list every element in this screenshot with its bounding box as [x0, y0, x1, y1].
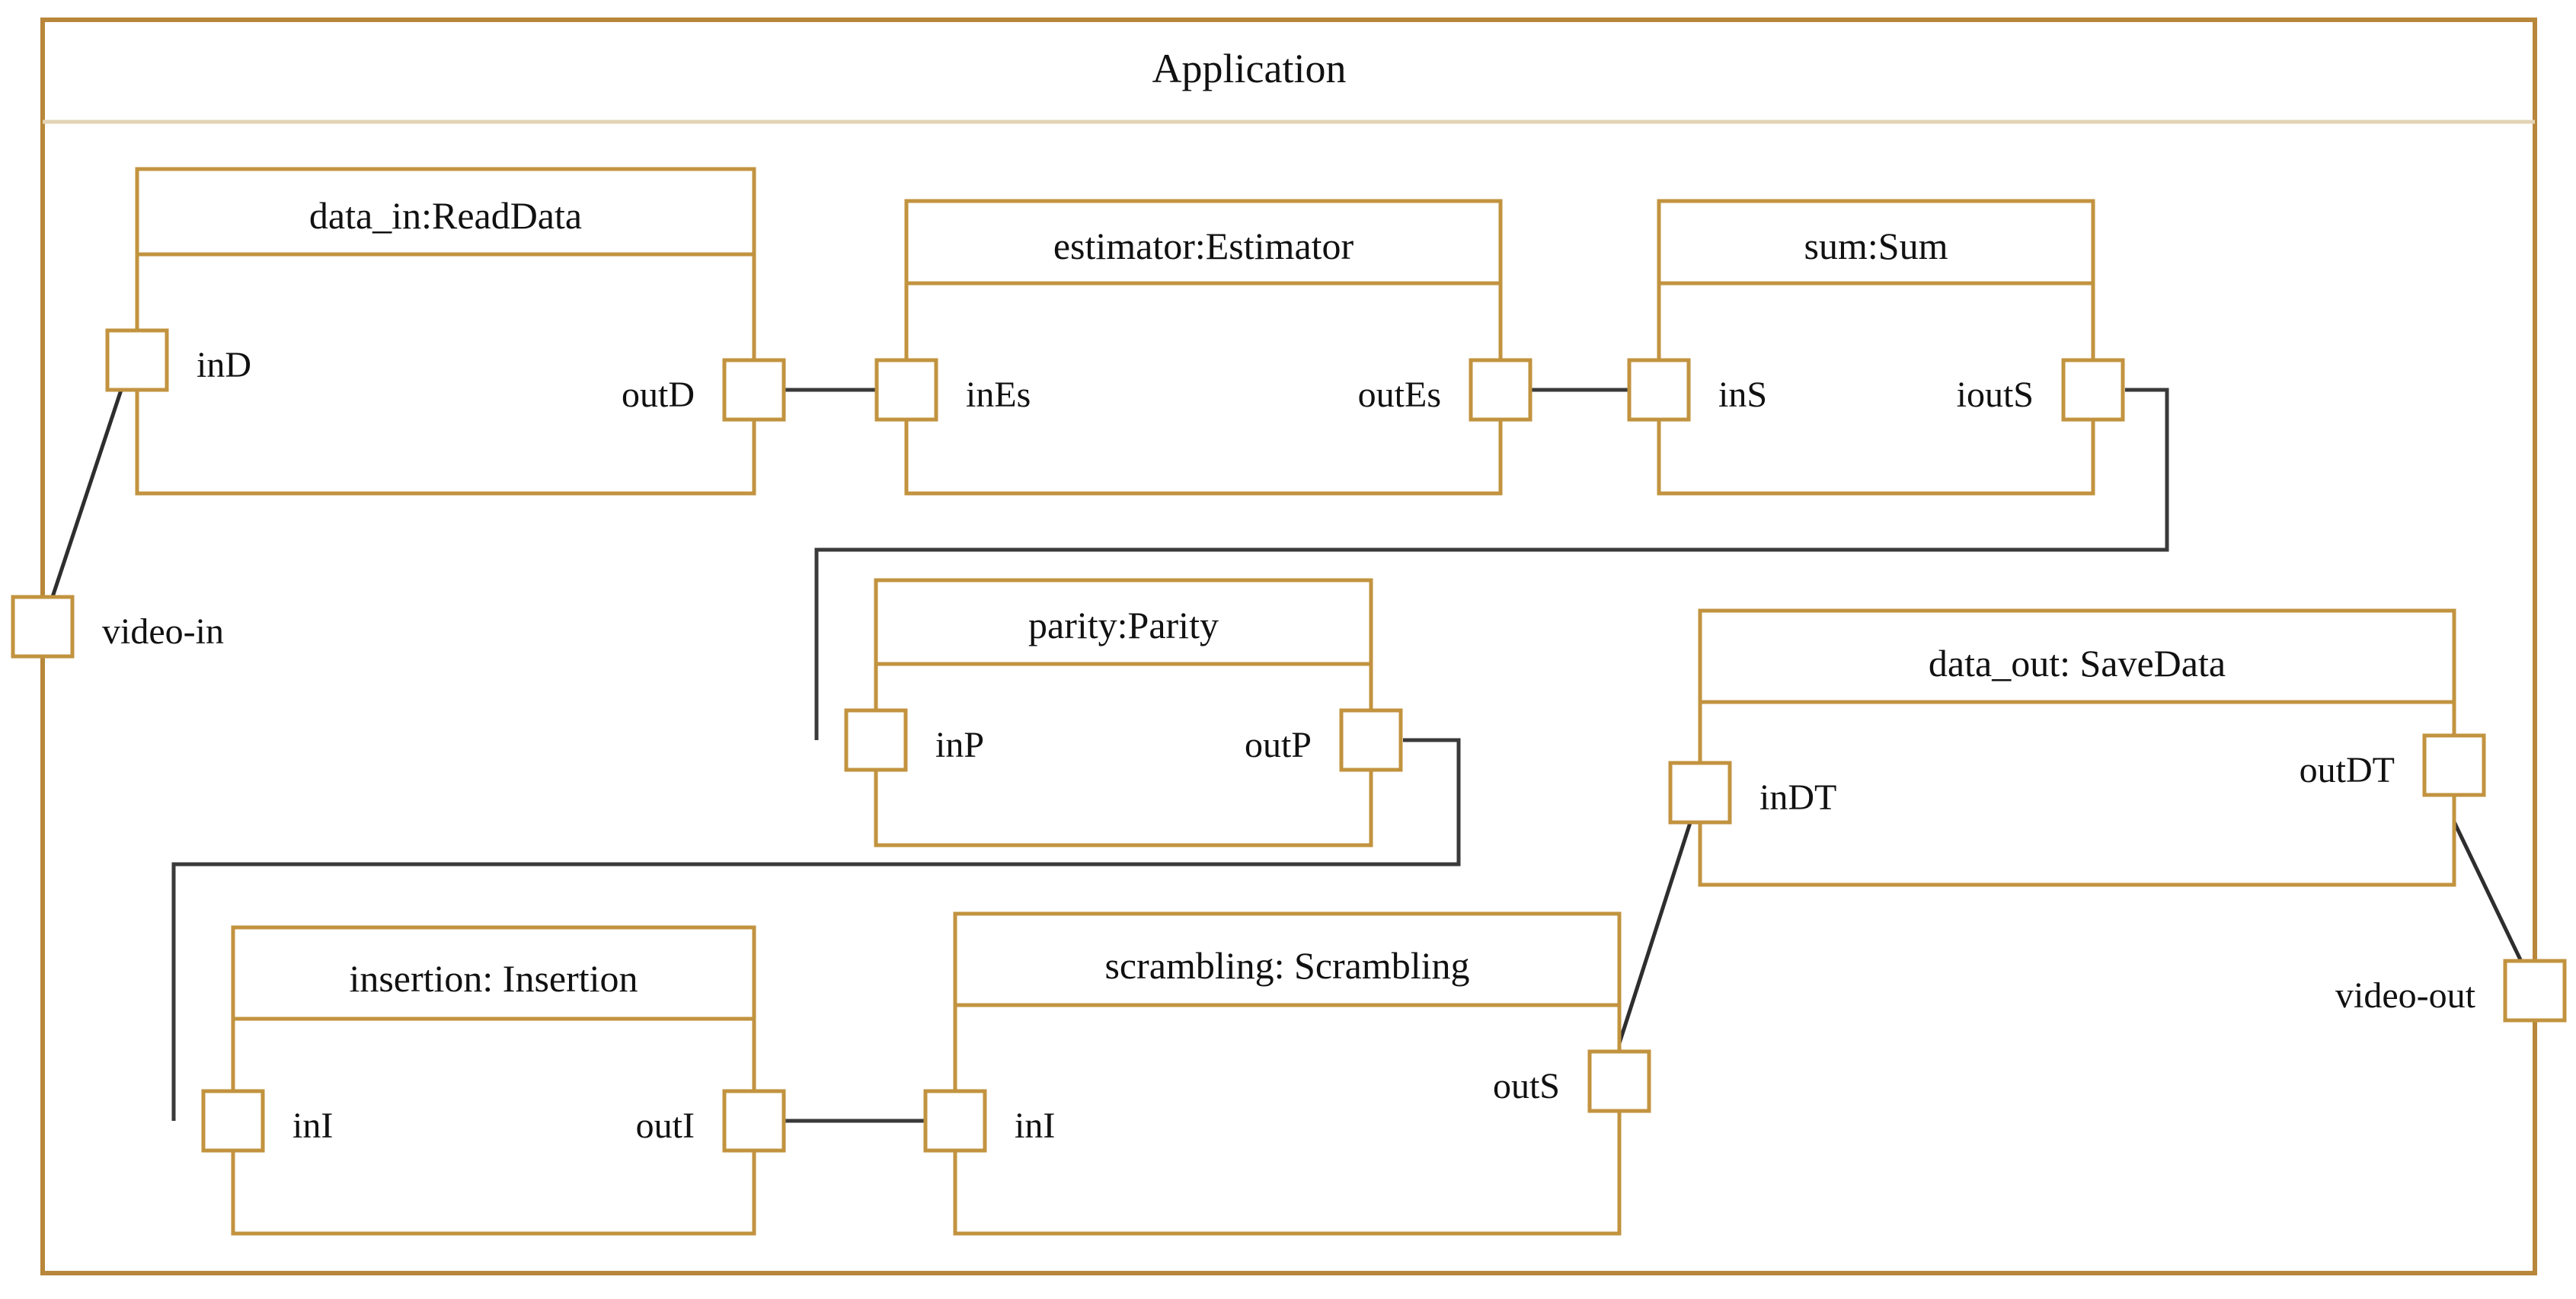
- component-scrambling-title: scrambling: Scrambling: [1104, 944, 1469, 987]
- port-outI-label: outI: [636, 1106, 695, 1146]
- component-sum-rect: [1657, 199, 2095, 496]
- component-insertion-rect: [231, 925, 756, 1236]
- connector-video-in-to-inD[interactable]: [40, 357, 134, 627]
- component-data_out-title: data_out: SaveData: [1929, 642, 2226, 685]
- port-inI-scrambling[interactable]: [923, 1089, 987, 1153]
- component-estimator-rect: [904, 199, 1503, 496]
- connector-ioutS-to-inP[interactable]: [814, 388, 2169, 740]
- port-inEs[interactable]: [874, 358, 938, 422]
- component-estimator-title: estimator:Estimator: [1053, 225, 1354, 267]
- port-outEs-label: outEs: [1358, 375, 1441, 415]
- component-data_in-rect: [135, 167, 756, 496]
- application-frame-title: Application: [1152, 46, 1347, 91]
- connector-outDT-to-video-out[interactable]: [2439, 793, 2537, 991]
- component-insertion-title: insertion: Insertion: [349, 957, 638, 1000]
- port-inS-label: inS: [1718, 375, 1767, 415]
- port-video-out-label: video-out: [2335, 975, 2476, 1016]
- port-inP-label: inP: [935, 725, 984, 765]
- connector-outP-to-inI-insertion[interactable]: [171, 738, 1461, 1121]
- component-sum[interactable]: sum:Sum inS ioutS: [1627, 199, 2125, 496]
- port-inDT[interactable]: [1668, 761, 1732, 825]
- component-scrambling[interactable]: scrambling: Scrambling inI outS: [923, 911, 1651, 1236]
- port-outI[interactable]: [722, 1089, 786, 1153]
- component-data_out-rect: [1698, 608, 2456, 887]
- port-video-in-label: video-in: [102, 611, 224, 652]
- external-port-video-out[interactable]: video-out: [2335, 959, 2567, 1023]
- port-inD[interactable]: [105, 328, 169, 392]
- port-inI-insertion[interactable]: [201, 1089, 265, 1153]
- port-inI-scrambling-label: inI: [1015, 1106, 1055, 1146]
- connector-outS-to-inDT[interactable]: [1605, 791, 1702, 1082]
- component-data_in-title: data_in:ReadData: [309, 194, 582, 237]
- component-estimator[interactable]: estimator:Estimator inEs outEs: [874, 199, 1532, 496]
- component-scrambling-rect: [953, 911, 1622, 1236]
- port-outP-label: outP: [1245, 725, 1312, 765]
- port-ioutS-label: ioutS: [1957, 375, 2034, 415]
- port-inI-insertion-label: inI: [292, 1106, 333, 1146]
- port-outD[interactable]: [722, 358, 786, 422]
- port-outEs[interactable]: [1469, 358, 1532, 422]
- port-outDT[interactable]: [2422, 733, 2486, 797]
- port-outD-label: outD: [622, 375, 695, 415]
- port-inD-label: inD: [197, 345, 251, 385]
- component-parity-title: parity:Parity: [1028, 604, 1219, 646]
- port-video-in[interactable]: [11, 595, 75, 659]
- port-inDT-label: inDT: [1759, 777, 1836, 818]
- port-outS[interactable]: [1587, 1049, 1651, 1113]
- port-ioutS[interactable]: [2061, 358, 2125, 422]
- port-outDT-label: outDT: [2300, 750, 2395, 790]
- component-sum-title: sum:Sum: [1804, 225, 1948, 267]
- port-outS-label: outS: [1493, 1066, 1560, 1106]
- component-data_out[interactable]: data_out: SaveData inDT outDT: [1668, 608, 2486, 887]
- component-parity-rect: [874, 578, 1373, 847]
- component-parity[interactable]: parity:Parity inP outP: [844, 578, 1403, 847]
- external-port-video-in[interactable]: video-in: [11, 595, 224, 659]
- component-data_in[interactable]: data_in:ReadData inD outD: [105, 167, 786, 496]
- port-inP[interactable]: [844, 708, 908, 772]
- port-inEs-label: inEs: [966, 375, 1031, 415]
- port-outP[interactable]: [1339, 708, 1403, 772]
- component-insertion[interactable]: insertion: Insertion inI outI: [201, 925, 786, 1236]
- port-video-out[interactable]: [2503, 959, 2567, 1023]
- port-inS[interactable]: [1627, 358, 1691, 422]
